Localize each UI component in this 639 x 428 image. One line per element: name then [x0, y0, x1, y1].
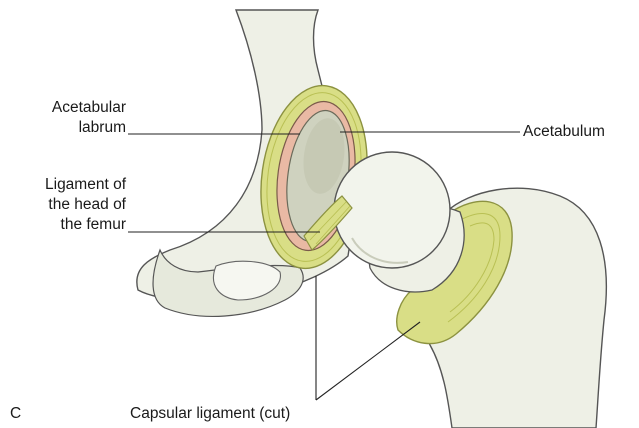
panel-letter: C	[10, 404, 21, 424]
ligament-head-femur-label: Ligament of the head of the femur	[4, 175, 126, 235]
femoral-head	[334, 152, 450, 268]
acetabular-labrum-label: Acetabular labrum	[8, 98, 126, 138]
acetabulum-label: Acetabulum	[523, 122, 605, 142]
capsular-ligament-label: Capsular ligament (cut)	[130, 404, 290, 424]
